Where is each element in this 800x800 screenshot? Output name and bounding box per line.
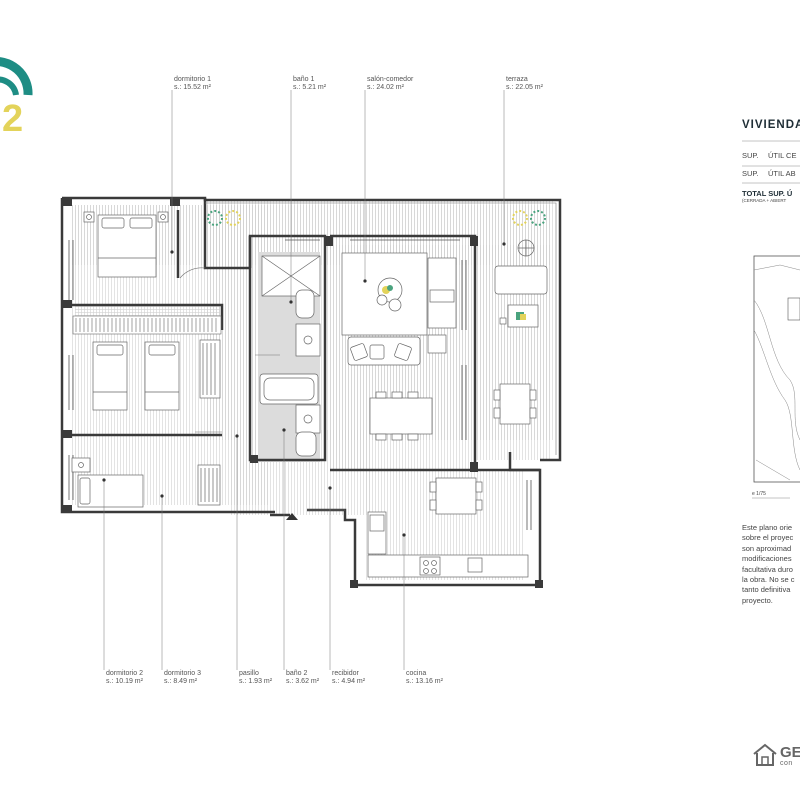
entrance-arrow-icon [286,513,298,520]
bed-dormitorio-3 [71,457,221,508]
terrace-furniture [493,239,548,425]
site-map-thumbnail [753,255,800,483]
label-leaders [103,90,505,670]
plant-icons [207,210,546,320]
house-icon [753,743,777,766]
bed-dormitorio-1 [83,211,169,278]
number-logo-mark: 2 [0,57,33,140]
beds-dormitorio-2 [92,339,221,411]
dwelling-title: VIVIENDA [742,119,800,131]
total-area-sublabel: (CERRADA + ABIERT [742,198,787,203]
bathroom-2-fixtures [259,373,321,457]
company-logo-subtext: con [780,760,793,767]
wall-fills [62,198,543,588]
table-divider-lines [742,140,800,499]
number-mark: 2 [2,98,23,140]
doors [179,267,345,511]
terrace-railing [205,202,557,455]
scale-label: e 1/75 [752,491,766,497]
area-row-open: SUP.ÚTIL AB [742,169,796,178]
label-leader-dots [102,242,506,537]
company-logo-text: GE [780,744,800,761]
living-room-furniture [341,252,457,441]
area-row-closed: SUP.ÚTIL CE [742,151,797,160]
disclaimer-note: Este plano orie sobre el proyec son apro… [742,523,795,605]
kitchen-fixtures [367,477,529,578]
total-area-label: TOTAL SUP. Ú [742,189,793,198]
wardrobe-dormitorio-2 [72,315,222,335]
